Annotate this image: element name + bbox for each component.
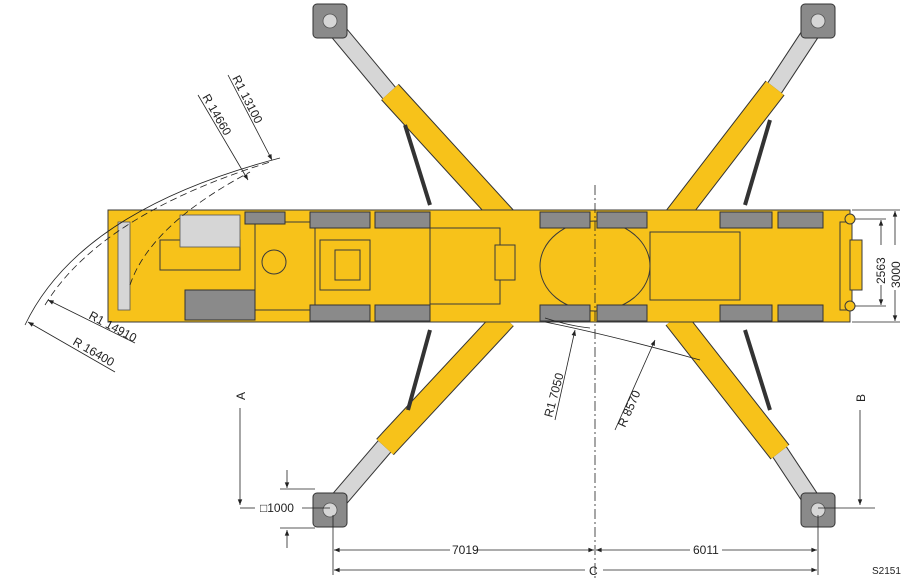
dimension-2563: 2563 <box>874 257 888 284</box>
outrigger-front-left-bottom <box>323 309 514 516</box>
span-dimensions <box>332 515 819 575</box>
outrigger-rear-right-bottom <box>665 310 826 515</box>
dimension-3000: 3000 <box>889 261 903 288</box>
outrigger-rear-right-top <box>665 17 826 226</box>
section-marker-b: B <box>854 394 868 402</box>
swing-radius-arcs <box>24 74 701 431</box>
outrigger-cylinders <box>403 119 772 411</box>
pad-size-dimension <box>280 470 330 548</box>
tires <box>179 211 824 322</box>
radius-label-r1-13100: R1 13100 <box>229 73 265 126</box>
radius-label-r-14660: R 14660 <box>199 92 234 139</box>
radius-label-r1-7050: R1 7050 <box>541 371 566 419</box>
drawing-id: S2151 <box>872 566 901 577</box>
dimension-6011: 6011 <box>693 543 719 557</box>
crane-carrier <box>107 209 863 323</box>
section-marker-a: A <box>234 392 248 400</box>
radius-label-r-8570: R 8570 <box>615 388 644 429</box>
outrigger-front-left-top <box>323 16 514 227</box>
dimension-7019: 7019 <box>452 543 479 557</box>
pad-size-label: □1000 <box>260 501 294 515</box>
radius-label-r-16400: R 16400 <box>71 334 118 369</box>
dimension-c: C <box>589 564 598 578</box>
width-dimensions <box>852 209 900 323</box>
